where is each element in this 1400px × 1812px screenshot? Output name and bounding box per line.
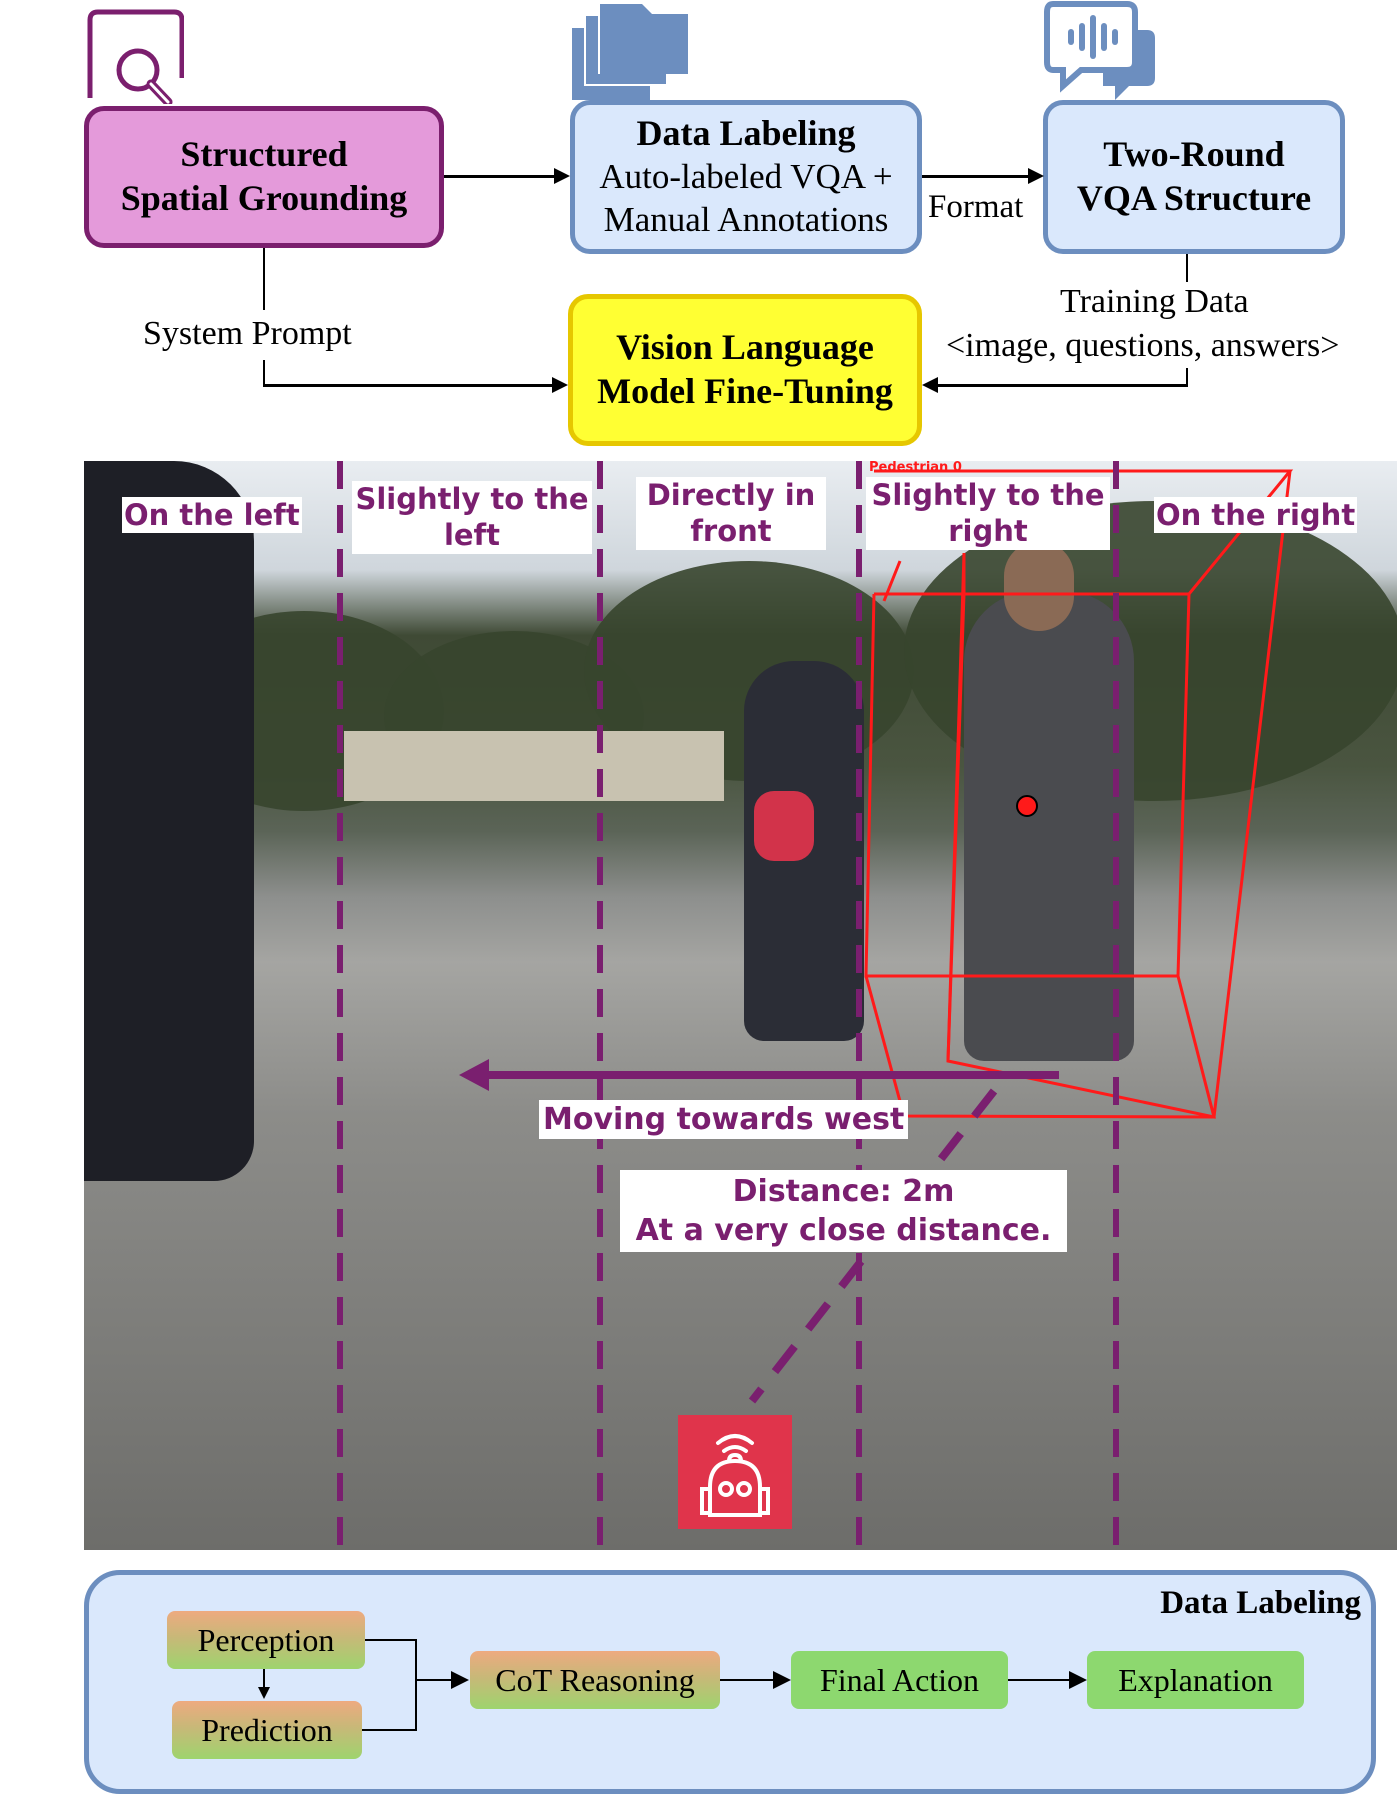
- arrowhead-icon: [552, 377, 568, 393]
- distance-label: Distance: 2m At a very close distance.: [620, 1170, 1067, 1252]
- data-labeling-line1: Auto-labeled VQA +: [599, 157, 893, 197]
- building: [344, 731, 724, 801]
- arrowhead-icon: [1028, 168, 1044, 184]
- stage-final-action: Final Action: [791, 1651, 1008, 1709]
- vlm-line1: Vision Language: [616, 327, 874, 368]
- motion-arrow: [484, 1071, 1059, 1079]
- zone-label-slightly-right: Slightly to the right: [866, 477, 1110, 550]
- backpack: [754, 791, 814, 861]
- panel-title: Data Labeling: [1160, 1585, 1361, 1621]
- structured-line2: Spatial Grounding: [120, 178, 408, 218]
- zone-label-left: On the left: [122, 497, 302, 534]
- robot-icon: [678, 1415, 792, 1529]
- folder-stack-icon: [570, 0, 690, 100]
- format-label: Format: [928, 189, 1024, 225]
- training-data-arrow: [934, 384, 1188, 387]
- arrowhead-icon: [451, 1671, 469, 1689]
- zone-label-front-line1: Directly in: [646, 478, 816, 512]
- merge-to-cot-arrow: [415, 1679, 455, 1681]
- data-labeling-line2: Manual Annotations: [603, 199, 889, 239]
- two-round-vqa-box: Two-Round VQA Structure: [1043, 100, 1345, 254]
- chat-voice-icon: [1043, 0, 1158, 102]
- zone-label-front-line2: front: [690, 514, 772, 549]
- two-round-line2: VQA Structure: [1076, 178, 1312, 218]
- zone-divider-4: [1113, 461, 1119, 1550]
- motion-label: Moving towards west: [539, 1100, 909, 1139]
- pedestrian-bounding-box: [864, 469, 1294, 1119]
- system-prompt-connector-bottom: [263, 360, 265, 386]
- distance-value: Distance: 2m: [732, 1174, 955, 1209]
- stage-explanation: Explanation: [1087, 1651, 1304, 1709]
- merge-connector-bottom: [362, 1729, 417, 1731]
- training-data-connector-bottom: [1186, 368, 1188, 386]
- training-data-connector-top: [1186, 254, 1188, 282]
- training-data-tuple: <image, questions, answers>: [946, 327, 1340, 364]
- pedestrian-0-head: [1004, 541, 1074, 631]
- structured-spatial-grounding-box: Structured Spatial Grounding: [84, 106, 444, 248]
- zone-label-slightly-left: Slightly to the left: [352, 481, 592, 554]
- arrowhead-icon: [1069, 1671, 1087, 1689]
- zone-divider-1: [337, 461, 343, 1550]
- zone-label-slightly-left-line1: Slightly to the: [355, 482, 589, 516]
- magnifier-icon: [84, 8, 185, 107]
- system-prompt-connector-top: [263, 248, 265, 310]
- data-labeling-panel: Data Labeling Perception Prediction CoT …: [84, 1570, 1376, 1794]
- zone-divider-3: [856, 461, 862, 1550]
- arrow-labeling-to-two-round: [922, 175, 1030, 178]
- action-to-explanation-arrow: [1008, 1679, 1070, 1681]
- two-round-line1: Two-Round: [1103, 134, 1285, 175]
- data-labeling-box: Data Labeling Auto-labeled VQA + Manual …: [570, 100, 922, 254]
- cot-to-action-arrow: [720, 1679, 775, 1681]
- vlm-fine-tuning-box: Vision Language Model Fine-Tuning: [568, 294, 922, 446]
- system-prompt-label: System Prompt: [143, 315, 352, 352]
- distance-line: [748, 1088, 998, 1404]
- zone-label-slightly-right-line2: right: [948, 514, 1028, 549]
- merge-connector-top: [365, 1639, 417, 1641]
- stage-cot-reasoning: CoT Reasoning: [470, 1651, 720, 1709]
- arrowhead-icon: [258, 1687, 270, 1699]
- zone-label-right: On the right: [1154, 497, 1358, 534]
- stage-perception: Perception: [167, 1611, 365, 1669]
- structured-line1: Structured: [180, 134, 348, 175]
- distance-description: At a very close distance.: [635, 1213, 1052, 1248]
- data-labeling-title: Data Labeling: [636, 113, 856, 154]
- system-prompt-arrow: [263, 384, 555, 387]
- motion-arrowhead-icon: [459, 1059, 489, 1091]
- zone-label-slightly-right-line1: Slightly to the: [871, 478, 1105, 512]
- arrow-structured-to-labeling: [444, 175, 558, 178]
- zone-label-slightly-left-line2: left: [443, 518, 501, 553]
- pedestrian-tag: Pedestrian 0: [869, 461, 962, 475]
- pedestrian-0-figure: [964, 591, 1134, 1061]
- perception-to-prediction-arrow: [263, 1669, 265, 1691]
- merge-connector-vertical: [415, 1639, 417, 1731]
- arrowhead-icon: [773, 1671, 791, 1689]
- arrowhead-icon: [554, 168, 570, 184]
- vlm-line2: Model Fine-Tuning: [597, 371, 893, 411]
- zone-divider-2: [597, 461, 603, 1550]
- training-data-label: Training Data: [1060, 283, 1249, 320]
- scene-photo: Pedestrian 0 On the left Slightly to the…: [84, 461, 1397, 1550]
- stage-prediction: Prediction: [172, 1701, 362, 1759]
- zone-label-front: Directly in front: [636, 477, 826, 550]
- pedestrian-left-silhouette: [84, 461, 254, 1181]
- arrowhead-icon: [922, 377, 938, 393]
